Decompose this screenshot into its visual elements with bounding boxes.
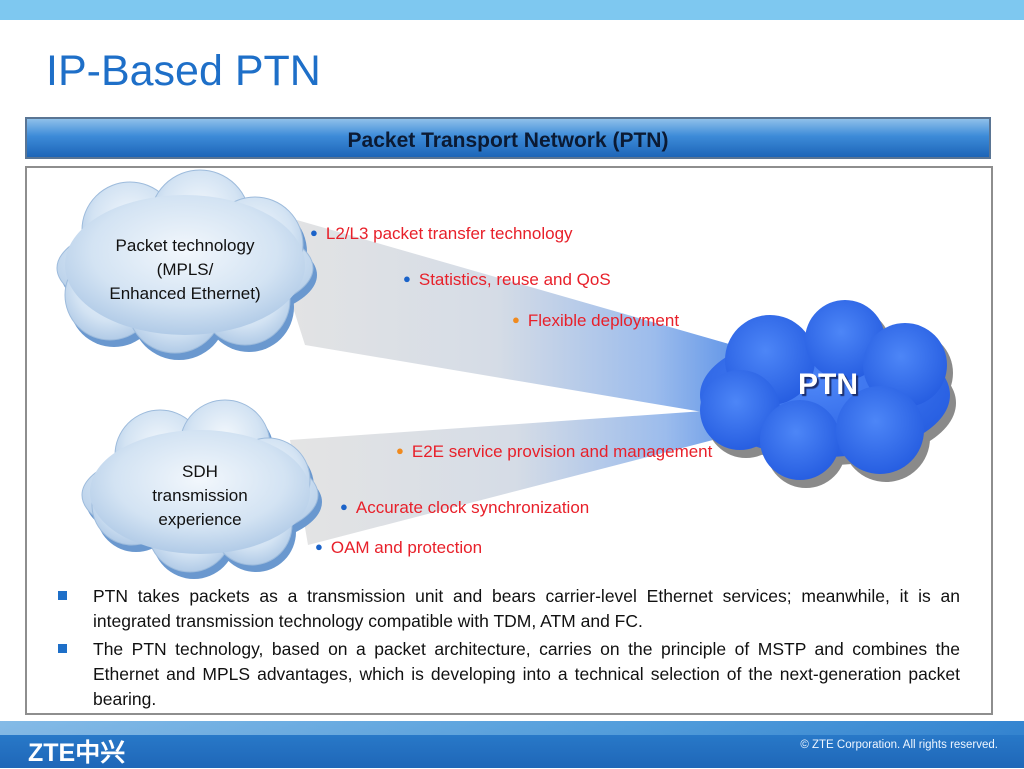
footer-bar: ZTE中兴 © ZTE Corporation. All rights rese…	[0, 721, 1024, 768]
feature-statistics-qos: ●Statistics, reuse and QoS	[403, 270, 611, 289]
content-frame	[25, 166, 993, 715]
bullet-item: PTN takes packets as a transmission unit…	[56, 584, 960, 634]
copyright-text: © ZTE Corporation. All rights reserved.	[800, 739, 998, 751]
zte-logo: ZTE中兴	[28, 739, 126, 767]
sdh-beam	[290, 405, 790, 545]
packet-cloud-label: Packet technology (MPLS/ Enhanced Ethern…	[109, 236, 261, 303]
top-accent-bar	[0, 0, 1024, 20]
footer-stripe	[0, 721, 1024, 735]
bullet-dot-icon: ●	[315, 539, 323, 554]
packet-beam	[262, 210, 785, 425]
ptn-cloud-label: PTN	[798, 368, 858, 401]
feature-oam-protection: ●OAM and protection	[315, 538, 483, 557]
bullet-dot-icon: ●	[403, 271, 411, 286]
sdh-cloud	[81, 399, 322, 579]
section-banner: Packet Transport Network (PTN)	[25, 117, 991, 159]
bullet-dot-icon: ●	[512, 312, 520, 327]
bullet-list: PTN takes packets as a transmission unit…	[56, 584, 960, 715]
feature-clock-sync: ●Accurate clock synchronization	[340, 498, 590, 517]
bullet-dot-icon: ●	[310, 225, 318, 240]
feature-e2e-service: ●E2E service provision and management	[396, 442, 713, 461]
square-bullet-icon	[58, 644, 67, 653]
feature-flexible-deployment: ●Flexible deployment	[512, 311, 680, 330]
ptn-diagram	[56, 169, 956, 579]
banner-title: Packet Transport Network (PTN)	[347, 129, 669, 152]
square-bullet-icon	[58, 591, 67, 600]
sdh-cloud-label: SDH transmission experience	[152, 462, 248, 529]
page-title: IP-Based PTN	[46, 47, 321, 95]
feature-packet-transfer: ●L2/L3 packet transfer technology	[310, 224, 573, 243]
ptn-cloud	[700, 300, 956, 488]
bullet-dot-icon: ●	[396, 443, 404, 458]
packet-cloud	[56, 169, 317, 360]
bullet-dot-icon: ●	[340, 499, 348, 514]
bullet-item: The PTN technology, based on a packet ar…	[56, 637, 960, 712]
